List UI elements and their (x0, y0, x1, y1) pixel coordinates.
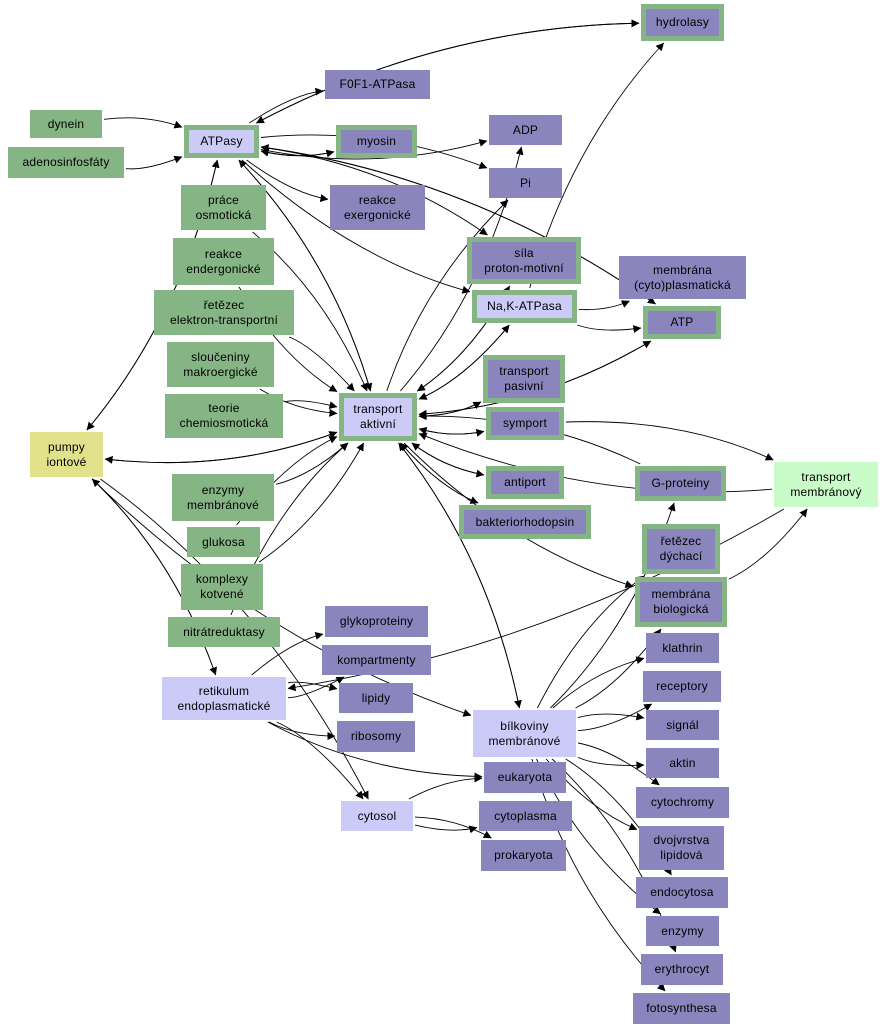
edge-nak-to-membcyto (578, 300, 630, 311)
edge-komplexy-to-takt (258, 442, 364, 563)
node-atpasy[interactable]: ATPasy (184, 125, 259, 158)
edge-cytosol-to-eukaryota (408, 774, 483, 800)
edge-symport-to-takt (418, 427, 485, 435)
node-transport-pasivni[interactable]: transport pasivní (483, 355, 565, 403)
edge-adenosin-to-atpasy (125, 155, 183, 170)
edge-retikulum-to-lipidy (287, 681, 338, 691)
edge-retez_el-to-takt (288, 336, 355, 392)
node-dvojvrstva-lipidova[interactable]: dvojvrstva lipidová (639, 826, 724, 870)
node-retikulum-endoplasmaticke[interactable]: retikulum endoplasmatické (162, 677, 286, 720)
node-komplexy-kotvene[interactable]: komplexy kotvené (181, 564, 263, 610)
node-pi[interactable]: Pi (489, 168, 562, 198)
edge-enzmem-to-takt (275, 442, 349, 485)
edge-hydrolasy-to-atpasy (255, 22, 640, 124)
node-dynein[interactable]: dynein (30, 110, 102, 138)
edge-takt-to-antiport (411, 442, 485, 478)
edge-dynein-to-atpasy (103, 117, 183, 129)
node-membrana-biologicka[interactable]: membrána biologická (635, 577, 727, 627)
node-ribosomy[interactable]: ribosomy (337, 721, 415, 752)
edge-bilk-to-retez_d (536, 575, 645, 709)
edge-retikulum-to-kompart (287, 676, 345, 699)
edge-cytosol-to-cytoplasma (414, 824, 478, 834)
edge-atpasy-to-hydrolasy (256, 19, 640, 124)
edge-takt-to-tpasiv (418, 401, 482, 417)
edge-bakter-to-takt (400, 442, 479, 504)
edge-pumpy-to-takt (104, 431, 338, 464)
node-glukosa[interactable]: glukosa (187, 527, 260, 557)
edge-takt-to-pi (386, 199, 509, 392)
node-eukaryota[interactable]: eukaryota (484, 762, 566, 793)
node-enzymy[interactable]: enzymy (646, 916, 719, 946)
edge-bilk-to-klathrin (552, 656, 645, 709)
edge-tpasiv-to-takt (418, 401, 482, 421)
edge-bilk-to-aktin (577, 756, 645, 770)
node-hydrolasy[interactable]: hydrolasy (641, 4, 724, 41)
node-g-proteiny[interactable]: G-proteiny (635, 466, 726, 501)
edge-bilk-to-receptory (577, 703, 653, 732)
node-bilkoviny-membranove[interactable]: bílkoviny membránové (473, 710, 576, 757)
edge-atpasy-to-exerg (246, 159, 329, 202)
edge-retikulum-to-ribosomy (268, 721, 336, 741)
node-adenosinfosfaty[interactable]: adenosinfosfáty (8, 147, 124, 178)
node-myosin[interactable]: myosin (336, 125, 417, 158)
node-cytochromy[interactable]: cytochromy (636, 787, 729, 818)
node-signal[interactable]: signál (646, 710, 719, 740)
edge-slouc-to-takt (259, 388, 338, 417)
edge-takt-to-bakter (400, 442, 479, 504)
node-prace-osmoticka[interactable]: práce osmotická (181, 185, 266, 230)
node-bakteriorhodopsin[interactable]: bakteriorhodopsin (459, 505, 591, 539)
edge-atpasy-to-nak (241, 159, 471, 294)
node-aktin[interactable]: aktin (646, 748, 719, 778)
node-cytosol[interactable]: cytosol (341, 801, 413, 831)
node-prokaryota[interactable]: prokaryota (481, 840, 566, 871)
node-cytoplasma[interactable]: cytoplasma (479, 801, 572, 831)
node-kompartmenty[interactable]: kompartmenty (322, 645, 431, 675)
node-na-k-atpasa[interactable]: Na,K-ATPasa (472, 290, 577, 323)
node-lipidy[interactable]: lipidy (339, 683, 413, 713)
edge-retikulum-to-glyko (251, 631, 324, 676)
node-adp[interactable]: ADP (489, 115, 562, 145)
node-atp[interactable]: ATP (643, 306, 721, 339)
node-retezec-elektron-transportni[interactable]: řetězec elektron-transportní (154, 290, 294, 335)
node-glykoproteiny[interactable]: glykoproteiny (325, 606, 428, 637)
node-sila-proton-motivni[interactable]: síla proton-motivní (467, 237, 581, 284)
node-membrana-cytoplasmaticka[interactable]: membrána (cyto)plasmatická (619, 256, 746, 299)
node-receptory[interactable]: receptory (643, 671, 721, 702)
node-enzymy-membranove[interactable]: enzymy membránové (172, 474, 274, 521)
edge-atpasy-to-adp (260, 138, 488, 160)
edge-nak-to-takt (418, 324, 510, 400)
edge-bilk-to-cytochromy (577, 742, 660, 786)
edge-atpasy-to-f0f1 (249, 87, 324, 124)
node-transport-membranovy[interactable]: transport membránový (774, 462, 878, 507)
edge-symport-to-tmemb (565, 421, 774, 461)
node-f0f1-atpasa[interactable]: F0F1-ATPasa (325, 70, 430, 99)
node-antiport[interactable]: antiport (486, 466, 564, 499)
edge-bilk-to-signal (577, 712, 645, 721)
node-erythrocyt[interactable]: erythrocyt (641, 954, 723, 985)
node-klathrin[interactable]: klathrin (646, 633, 719, 663)
edge-retikulum-to-cytosol (276, 721, 364, 800)
edge-antiport-to-takt (411, 442, 485, 476)
node-teorie-chemiosmoticka[interactable]: teorie chemiosmotická (165, 394, 283, 438)
node-symport[interactable]: symport (486, 407, 564, 440)
edge-teorie-to-takt (284, 400, 338, 409)
edge-cytosol-to-prokaryota (414, 816, 492, 839)
node-transport-aktivni[interactable]: transport aktivní (339, 393, 417, 441)
node-nitratreduktasy[interactable]: nitrátreduktasy (168, 617, 280, 647)
node-reakce-exergonicke[interactable]: reakce exergonické (330, 185, 425, 230)
edge-nak-to-atp (577, 324, 642, 333)
edge-retikulum-to-eukaryota (267, 721, 483, 781)
edge-atp-to-atpasy (260, 144, 656, 305)
node-endocytosa[interactable]: endocytosa (636, 877, 728, 908)
node-retezec-dychaci[interactable]: řetězec dýchací (642, 524, 720, 574)
edge-membbio-to-tmemb (728, 508, 808, 580)
edge-atpasy-to-atp (260, 146, 656, 305)
edge-bilk-to-takt (398, 442, 520, 709)
node-pumpy-iontove[interactable]: pumpy iontové (30, 432, 103, 477)
node-reakce-endergonicke[interactable]: reakce endergonické (173, 238, 274, 285)
node-slouceniny-makroergicke[interactable]: sloučeniny makroergické (167, 342, 274, 387)
node-fotosynthesa[interactable]: fotosynthesa (633, 993, 730, 1024)
